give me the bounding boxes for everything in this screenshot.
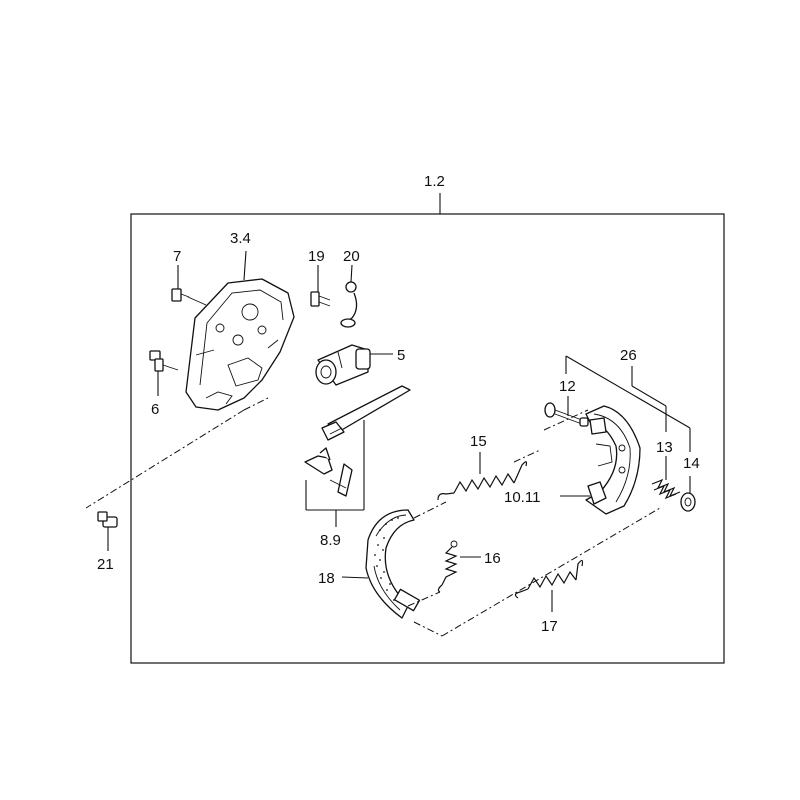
label-21: 21: [97, 556, 114, 573]
label-14: 14: [683, 455, 700, 472]
label-7: 7: [173, 248, 181, 265]
bleeder-cap-20: [340, 281, 358, 328]
brake-shoe-10-11: [585, 405, 641, 515]
leader-7b: [187, 296, 207, 306]
guide-line-shoe-bottom: [413, 621, 443, 637]
adjuster-lever: [304, 447, 353, 497]
guide-line-16: [407, 591, 441, 607]
lining-texture: [374, 517, 399, 601]
guide-line-plate: [243, 397, 269, 411]
pin-12: [544, 402, 589, 427]
leader-3-4: [243, 250, 247, 281]
label-15: 15: [470, 433, 487, 450]
bolt-21: [97, 511, 118, 528]
label-19: 19: [308, 248, 325, 265]
label-17: 17: [541, 618, 558, 635]
label-8-9: 8.9: [320, 532, 341, 549]
label-5: 5: [397, 347, 405, 364]
spring-16: [437, 540, 458, 593]
label-18: 18: [318, 570, 335, 587]
guide-line-shoe-top: [413, 501, 447, 519]
guide-line-21: [85, 409, 245, 509]
spring-17: [514, 559, 584, 599]
wheel-cylinder-5: [315, 344, 371, 386]
label-6: 6: [151, 401, 159, 418]
assembly-frame: [130, 213, 725, 664]
guide-line-17: [441, 507, 661, 637]
label-20: 20: [343, 248, 360, 265]
leader-13-top: [631, 385, 667, 407]
label-13: 13: [656, 439, 673, 456]
label-10-11: 10.11: [504, 489, 540, 506]
bolt-7: [171, 288, 190, 302]
label-1-2: 1.2: [424, 173, 445, 190]
label-26: 26: [620, 347, 637, 364]
leader-20: [350, 264, 353, 283]
adjuster-strut: [321, 385, 411, 441]
label-3-4: 3.4: [230, 230, 251, 247]
bolt-6: [149, 350, 179, 372]
guide-line-12: [543, 409, 589, 431]
label-16: 16: [484, 550, 501, 567]
brake-shoe-18: [365, 509, 421, 619]
leader-26-left: [565, 355, 691, 429]
spring-13: [651, 478, 681, 500]
backing-plate: [185, 278, 295, 411]
label-12: 12: [559, 378, 576, 395]
spring-15: [437, 449, 541, 501]
leader-18: [341, 576, 369, 579]
washer-14: [680, 492, 696, 512]
bleeder-screw-19: [310, 291, 331, 307]
